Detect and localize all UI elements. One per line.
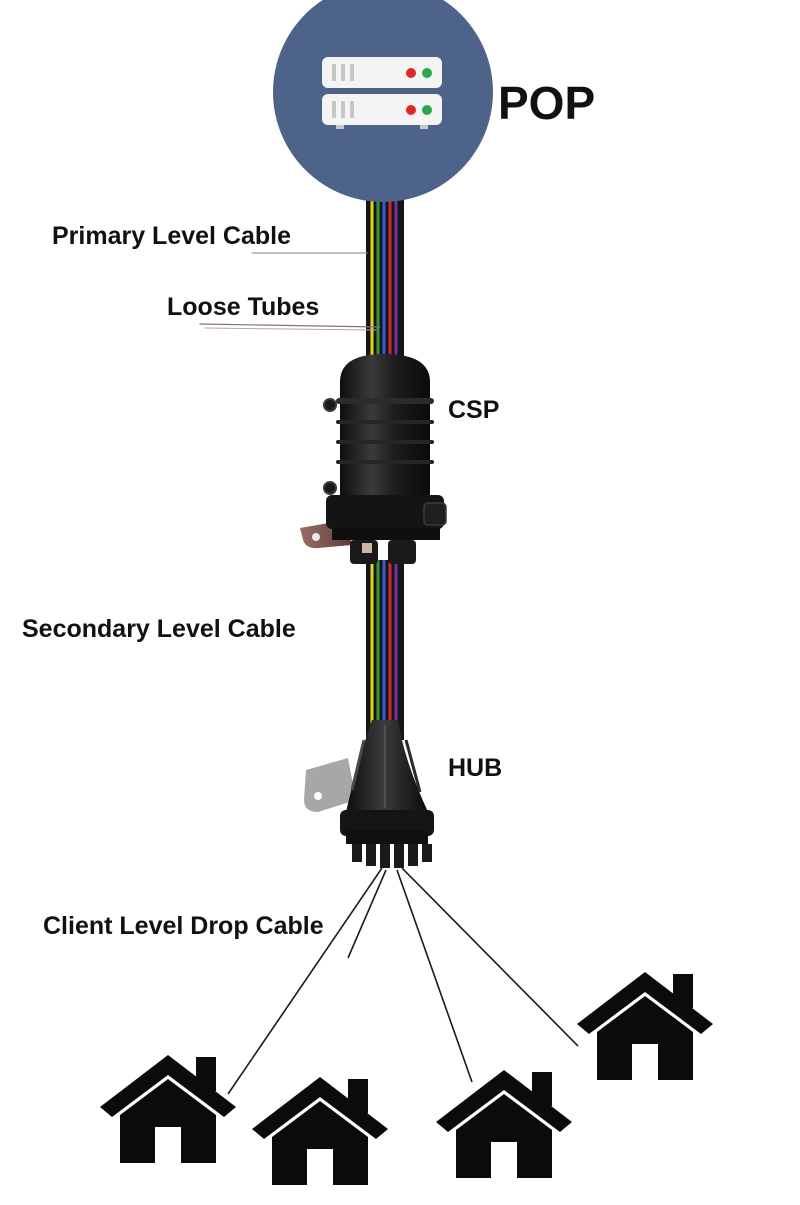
- client-drop-cable-label: Client Level Drop Cable: [43, 912, 324, 940]
- hub-label: HUB: [448, 754, 503, 782]
- house-icon: [252, 1077, 388, 1185]
- server-rack-icon: [322, 57, 442, 129]
- pop-node: [273, 0, 493, 202]
- primary-cable-label: Primary Level Cable: [52, 222, 292, 250]
- drop-cables: [227, 867, 579, 1095]
- house-icon: [436, 1070, 572, 1178]
- csp-label: CSP: [448, 396, 500, 424]
- pop-label: POP: [498, 77, 596, 129]
- secondary-cable-tubes: [370, 560, 398, 735]
- secondary-cable-label: Secondary Level Cable: [22, 615, 296, 643]
- house-icon: [100, 1055, 236, 1163]
- leader-lines: [199, 252, 381, 331]
- fiber-hub-icon: [304, 720, 434, 868]
- splice-closure-icon: [300, 354, 447, 564]
- loose-tubes-label: Loose Tubes: [167, 293, 320, 321]
- loose-tubes: [370, 198, 398, 362]
- house-icon: [577, 972, 713, 1080]
